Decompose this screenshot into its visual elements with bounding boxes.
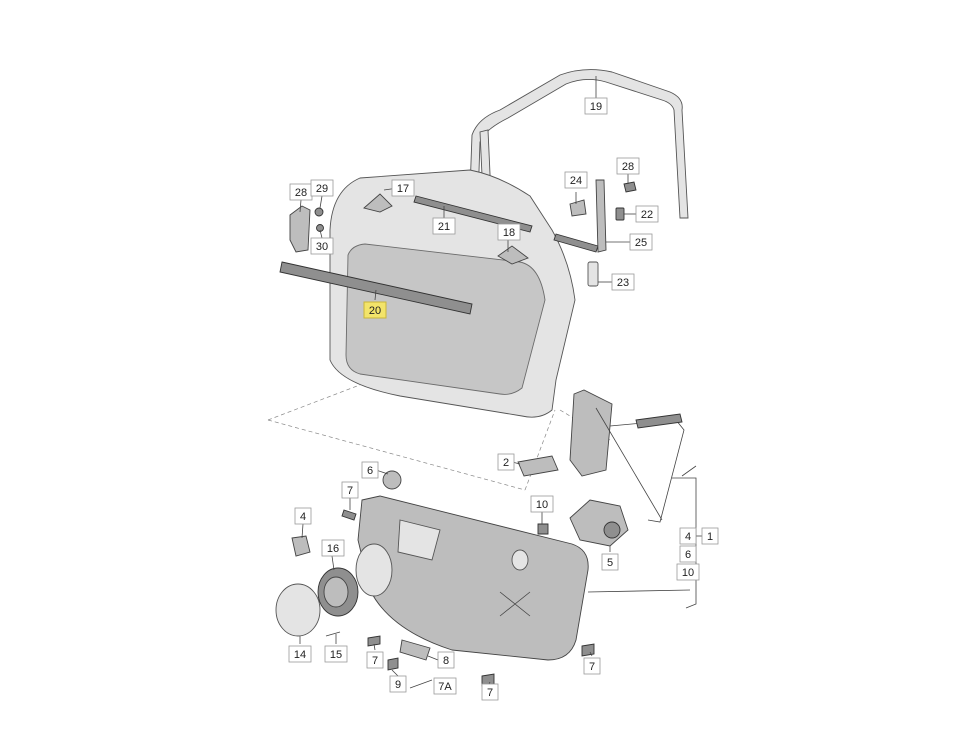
- speaker-and-cover: [275, 567, 359, 637]
- label-7-right: 7: [589, 661, 595, 673]
- label-17: 17: [397, 183, 409, 195]
- label-19: 19: [590, 101, 602, 113]
- window-motor: [569, 499, 629, 547]
- door-module-carrier: [355, 495, 589, 661]
- label-22: 22: [641, 209, 653, 221]
- label-7-top: 7: [347, 485, 353, 497]
- label-29: 29: [316, 183, 328, 195]
- label-group-10: 10: [682, 567, 694, 579]
- label-23: 23: [617, 277, 629, 289]
- label-28b: 28: [622, 161, 634, 173]
- label-24: 24: [570, 175, 582, 187]
- label-9: 9: [395, 679, 401, 691]
- upper-small-parts: [289, 179, 637, 287]
- label-group-4: 4: [685, 531, 691, 543]
- label-18: 18: [503, 227, 515, 239]
- label-2: 2: [503, 457, 509, 469]
- part-labels: 19 28 29 30 17 21 18 24 28 22 25 23 20 2…: [288, 97, 719, 701]
- window-regulator: [569, 389, 685, 523]
- label-5: 5: [607, 557, 613, 569]
- label-6: 6: [367, 465, 373, 477]
- fasteners: [291, 470, 595, 689]
- label-20: 20: [369, 305, 381, 317]
- window-seal-strip: [279, 261, 473, 315]
- label-group-1: 1: [707, 531, 713, 543]
- label-14: 14: [294, 649, 306, 661]
- label-21: 21: [438, 221, 450, 233]
- label-10: 10: [536, 499, 548, 511]
- label-4: 4: [300, 511, 306, 523]
- label-7-mid: 7: [372, 655, 378, 667]
- label-16: 16: [327, 543, 339, 555]
- label-30: 30: [316, 241, 328, 253]
- label-7A: 7A: [438, 681, 452, 693]
- label-group-6: 6: [685, 549, 691, 561]
- label-25: 25: [635, 237, 647, 249]
- label-28a: 28: [295, 187, 307, 199]
- door-handle: [517, 455, 559, 477]
- label-15: 15: [330, 649, 342, 661]
- label-7-bottom: 7: [487, 687, 493, 699]
- label-8: 8: [443, 655, 449, 667]
